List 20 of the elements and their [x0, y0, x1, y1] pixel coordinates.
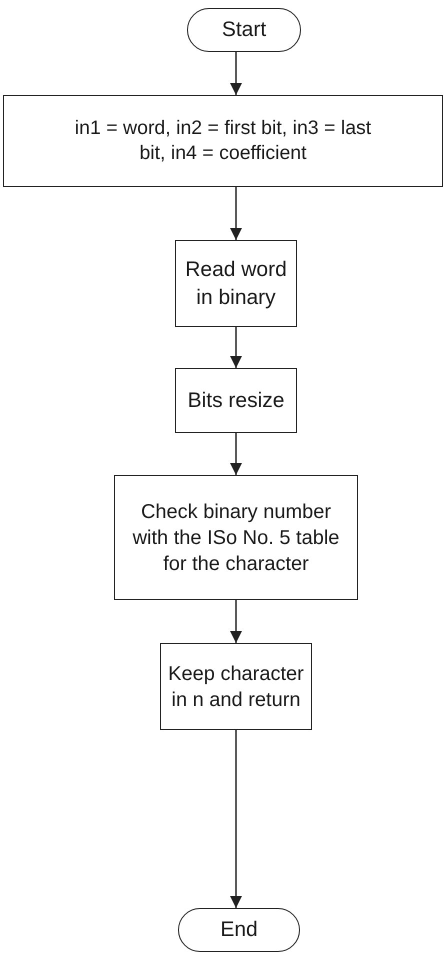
arrow [230, 327, 242, 368]
process-box [175, 240, 297, 327]
terminal-pill [178, 908, 300, 952]
node-text: Bits resize [188, 388, 284, 414]
node-text: Read word in binary [184, 257, 288, 310]
arrow [230, 730, 242, 908]
node-text: Check binary number with the ISo No. 5 table for the character [132, 500, 340, 576]
arrow [230, 600, 242, 643]
node-text: Start [222, 17, 266, 44]
node-text: Keep character in n and return [167, 662, 305, 712]
process-box [3, 95, 443, 187]
terminal-pill [187, 8, 301, 52]
arrow [230, 52, 242, 95]
process-box [114, 475, 358, 600]
arrow [230, 433, 242, 475]
node-text: in1 = word, in2 = first bit, in3 = last bit, in4 = coefficient [74, 116, 372, 166]
arrow [230, 187, 242, 240]
node-text: End [220, 917, 258, 944]
process-box [175, 368, 297, 433]
process-box [160, 643, 312, 730]
